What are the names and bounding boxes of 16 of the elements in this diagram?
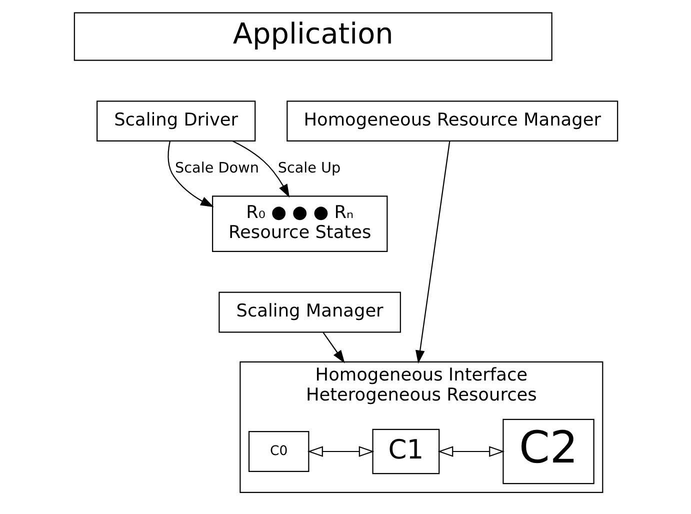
- edge-label: Scale Up: [277, 160, 340, 176]
- arrow: [437, 446, 504, 457]
- arrow: [306, 446, 374, 457]
- node-box: C1: [372, 428, 440, 474]
- arrow: [322, 332, 344, 364]
- arrow: [167, 141, 214, 208]
- node-box: R₀ ● ● ● Rₙ Resource States: [212, 196, 388, 252]
- node-box: Scaling Manager: [218, 292, 400, 333]
- arrow: [232, 140, 290, 198]
- node-box: Homogeneous Resource Manager: [286, 100, 618, 142]
- arrow: [414, 141, 450, 364]
- node-box: C0: [248, 431, 309, 472]
- node-box: Scaling Driver: [96, 100, 256, 142]
- node-box: C2: [502, 418, 594, 484]
- edge-label: Scale Down: [174, 160, 258, 176]
- node-box: Application: [73, 12, 552, 61]
